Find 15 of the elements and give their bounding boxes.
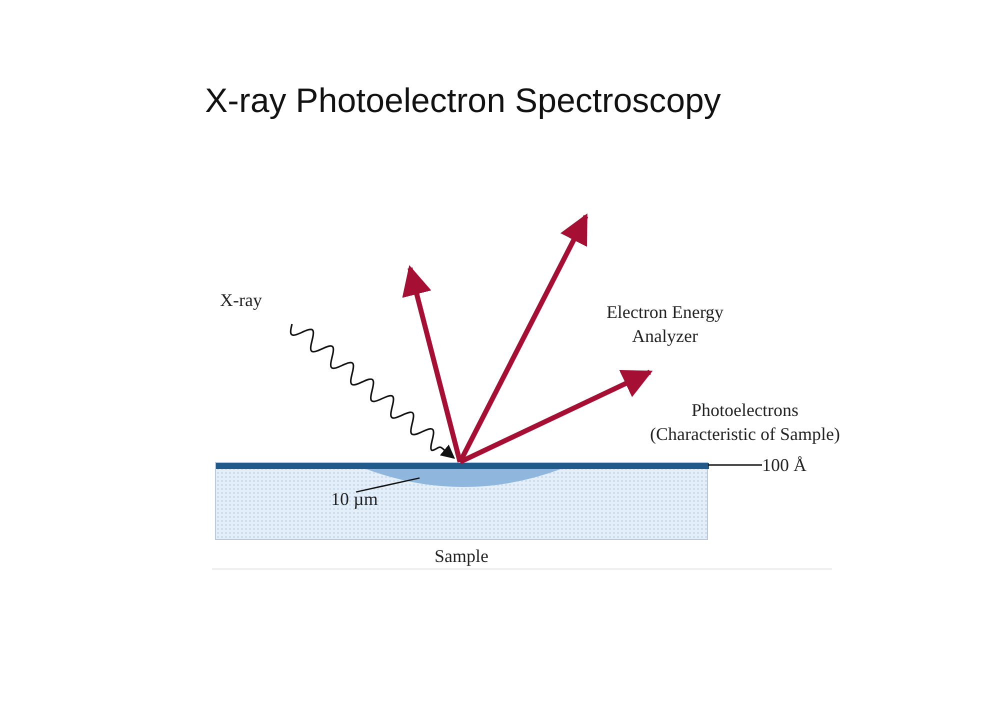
- annotation: Electron Energy Analyzer: [605, 301, 725, 348]
- leader-line: [356, 477, 420, 493]
- sample-slab: [215, 462, 708, 540]
- title: X-ray Photoelectron Spectroscopy: [205, 82, 721, 121]
- sample-label: Sample: [434, 545, 490, 568]
- leader-line: [708, 464, 762, 466]
- photoelectron-arrow: [458, 370, 653, 464]
- analysis-region: [366, 469, 561, 487]
- text-label: X-ray: [220, 288, 262, 312]
- annotation: Photoelectrons (Characteristic of Sample): [649, 399, 841, 446]
- photoelectron-arrow: [402, 265, 462, 463]
- x-ray-wave-arrow: [290, 324, 456, 459]
- text-label: 100 Å: [762, 453, 806, 477]
- text-label: 10 µm: [331, 487, 378, 511]
- surface-layer: [216, 463, 709, 469]
